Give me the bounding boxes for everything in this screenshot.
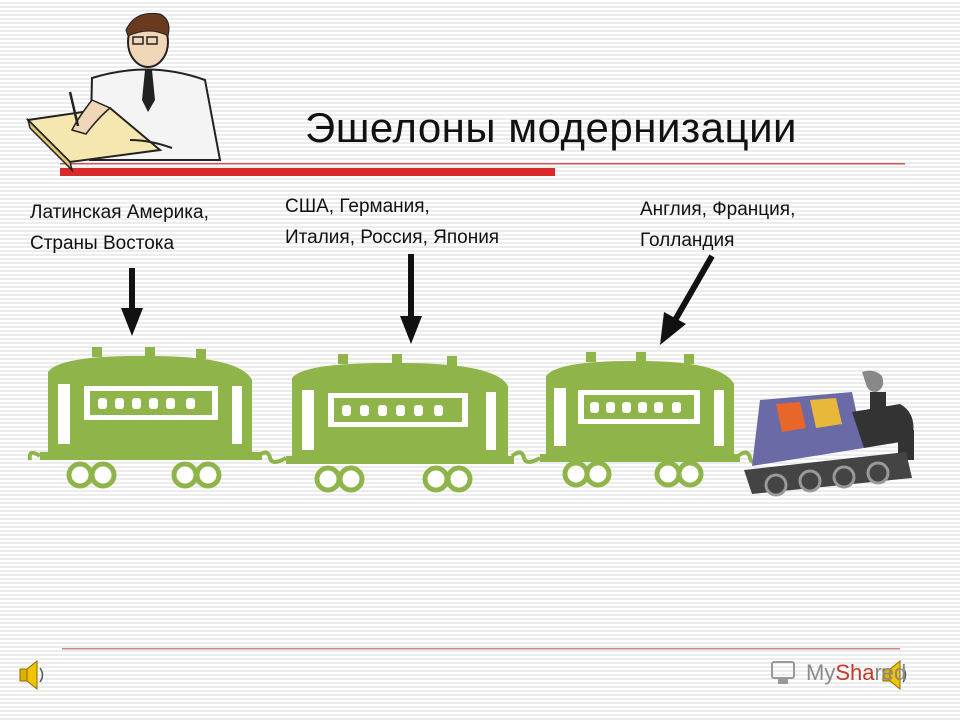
- echelon-label-line: Голландия: [640, 230, 735, 251]
- logo-part: My: [806, 660, 836, 685]
- title-rule: [60, 163, 905, 165]
- echelon-label-line: Страны Востока: [30, 233, 175, 254]
- logo-part: red: [874, 660, 907, 685]
- wagon-2: [286, 354, 514, 493]
- logo-icon: [771, 661, 795, 684]
- writing-man-icon: [25, 12, 222, 173]
- logo-part-accent: Sha: [835, 660, 875, 685]
- wagon-3: [540, 352, 740, 488]
- coupler: [510, 450, 541, 464]
- coupler: [256, 450, 287, 464]
- speaker-icon[interactable]: [882, 659, 907, 691]
- echelon-label-3: Англия, Франция, Голландия: [640, 194, 795, 256]
- speaker-icon[interactable]: [19, 659, 44, 691]
- footer-rule: [62, 648, 900, 650]
- echelon-label-line: Латинская Америка,: [30, 202, 209, 223]
- arrow-echelon-2: [400, 254, 422, 344]
- steam-locomotive-icon: [744, 370, 914, 497]
- wagon-1: [27, 347, 262, 489]
- arrow-echelon-3: [660, 254, 715, 345]
- arrow-echelon-1: [121, 268, 143, 336]
- echelon-label-2: США, Германия, Италия, Россия, Япония: [285, 191, 499, 253]
- echelon-label-line: США, Германия,: [285, 196, 430, 217]
- title-accent-bar: [60, 168, 555, 176]
- echelon-label-line: Англия, Франция,: [640, 199, 796, 220]
- watermark-logo: MyShared: [806, 660, 906, 686]
- echelon-label-1: Латинская Америка, Страны Востока: [30, 197, 209, 259]
- echelon-label-line: Италия, Россия, Япония: [285, 227, 500, 248]
- slide-title: Эшелоны модернизации: [305, 104, 798, 151]
